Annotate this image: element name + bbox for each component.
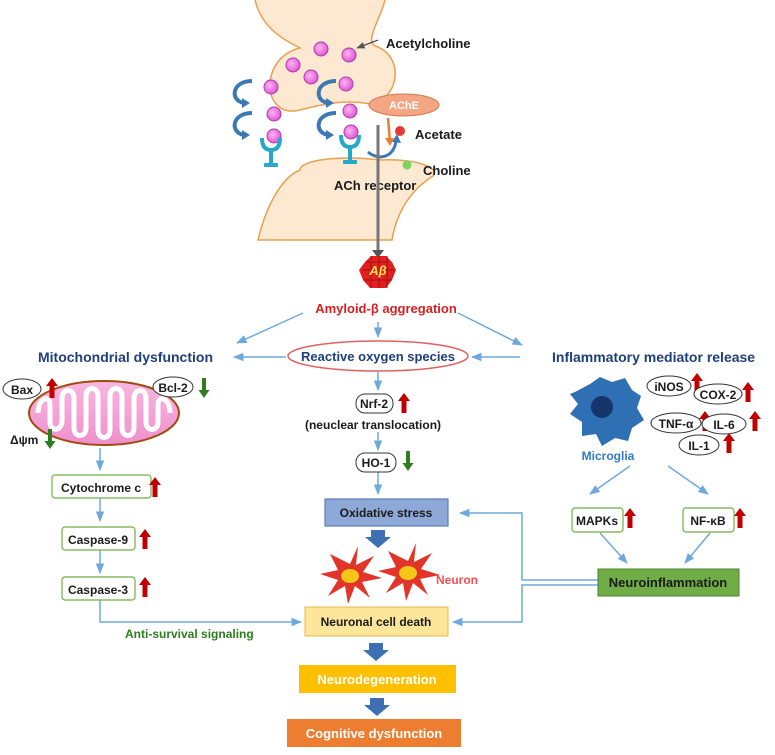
flow-arrows bbox=[95, 312, 711, 627]
ach-receptor-label: ACh receptor bbox=[334, 178, 416, 193]
ros-ellipse bbox=[287, 340, 469, 372]
membrane-potential-label: Δψm bbox=[10, 433, 38, 447]
nfkb-up-arrow-icon bbox=[734, 508, 746, 528]
choline-label: Choline bbox=[423, 163, 471, 178]
caspase-9-label: Caspase-9 bbox=[68, 533, 128, 547]
caspase-3-up-arrow-icon bbox=[139, 577, 151, 597]
nfkb-label: NF-κB bbox=[690, 514, 726, 528]
anti-survival-label: Anti-survival signaling bbox=[125, 627, 254, 641]
microglia-illustration bbox=[570, 377, 644, 446]
abeta-badge: Aβ bbox=[368, 263, 386, 278]
acetate-molecule bbox=[395, 126, 405, 136]
mapks-label: MAPKs bbox=[576, 514, 618, 528]
nrf2-box bbox=[355, 393, 394, 414]
death-to-neurodegeneration-arrow-icon bbox=[363, 643, 389, 661]
mitochondrial-dysfunction-title: Mitochondrial dysfunction bbox=[38, 349, 213, 365]
ho1-label: HO-1 bbox=[362, 456, 391, 470]
il6-up-arrow-icon bbox=[749, 411, 761, 431]
acetylcholine-label: Acetylcholine bbox=[386, 36, 471, 51]
neuroinflammation-label: Neuroinflammation bbox=[609, 575, 728, 590]
choline-molecule bbox=[402, 160, 412, 170]
oxidative-stress-label: Oxidative stress bbox=[340, 506, 433, 520]
microglia-label: Microglia bbox=[582, 449, 635, 463]
bcl2-label: Bcl-2 bbox=[158, 381, 188, 395]
mapks-box bbox=[571, 507, 624, 533]
cognitive-dysfunction-label: Cognitive dysfunction bbox=[306, 726, 443, 741]
caspase-9-up-arrow-icon bbox=[139, 529, 151, 549]
neuronal-cell-death-label: Neuronal cell death bbox=[321, 615, 432, 629]
mapks-up-arrow-icon bbox=[624, 508, 636, 528]
nrf2-label: Nrf-2 bbox=[360, 397, 388, 411]
cognitive-dysfunction-box bbox=[287, 719, 461, 747]
nrf2-up-arrow-icon bbox=[398, 393, 410, 413]
postsynaptic-terminal bbox=[257, 157, 436, 241]
mitochondrion-illustration bbox=[28, 380, 180, 446]
caspase-3-box bbox=[61, 576, 136, 601]
cytochrome-c-label: Cytochrome c bbox=[61, 481, 141, 495]
amyloid-aggregation-label: Amyloid-β aggregation bbox=[315, 301, 457, 316]
tnf-alpha-label: TNF-α bbox=[659, 417, 694, 431]
cox2-label: COX-2 bbox=[700, 388, 737, 402]
ros-label: Reactive oxygen species bbox=[301, 349, 455, 364]
ho1-down-arrow-icon bbox=[402, 451, 414, 471]
il6-label: IL-6 bbox=[713, 418, 735, 432]
il1-label: IL-1 bbox=[688, 439, 710, 453]
neuron-label: Neuron bbox=[436, 573, 478, 587]
presynaptic-terminal bbox=[254, 0, 396, 112]
acetate-label: Acetate bbox=[415, 127, 462, 142]
oxidative-to-neuron-arrow-icon bbox=[365, 530, 391, 548]
ache-label: AChE bbox=[389, 100, 419, 112]
cytochrome-c-box bbox=[51, 474, 152, 499]
ache-enzyme bbox=[368, 93, 440, 117]
cox2-up-arrow-icon bbox=[742, 382, 754, 402]
caspase-3-label: Caspase-3 bbox=[68, 583, 128, 597]
neurodegeneration-label: Neurodegeneration bbox=[317, 672, 436, 687]
neuronal-cell-death-box bbox=[304, 606, 449, 637]
neurodegeneration-box bbox=[299, 665, 456, 693]
oxidative-stress-box bbox=[324, 498, 449, 527]
ho1-box bbox=[355, 452, 397, 473]
caspase-9-box bbox=[61, 526, 136, 551]
inflammatory-release-title: Inflammatory mediator release bbox=[552, 349, 755, 365]
synapse-illustration: AChE Acetylcholine Acetate Choline ACh r… bbox=[232, 0, 471, 258]
bcl2-down-arrow-icon bbox=[198, 378, 210, 398]
il1-up-arrow-icon bbox=[723, 433, 735, 453]
bax-label: Bax bbox=[11, 383, 33, 397]
inos-label: iNOS bbox=[654, 380, 683, 394]
amyloid-beta-cluster: Aβ bbox=[359, 256, 396, 288]
nfkb-box bbox=[682, 507, 735, 533]
nuclear-translocation-label: (neuclear translocation) bbox=[305, 418, 441, 432]
neuroinflammation-box bbox=[597, 568, 740, 597]
neurodegeneration-to-cognitive-arrow-icon bbox=[364, 698, 390, 716]
neuron-illustration bbox=[320, 543, 440, 604]
